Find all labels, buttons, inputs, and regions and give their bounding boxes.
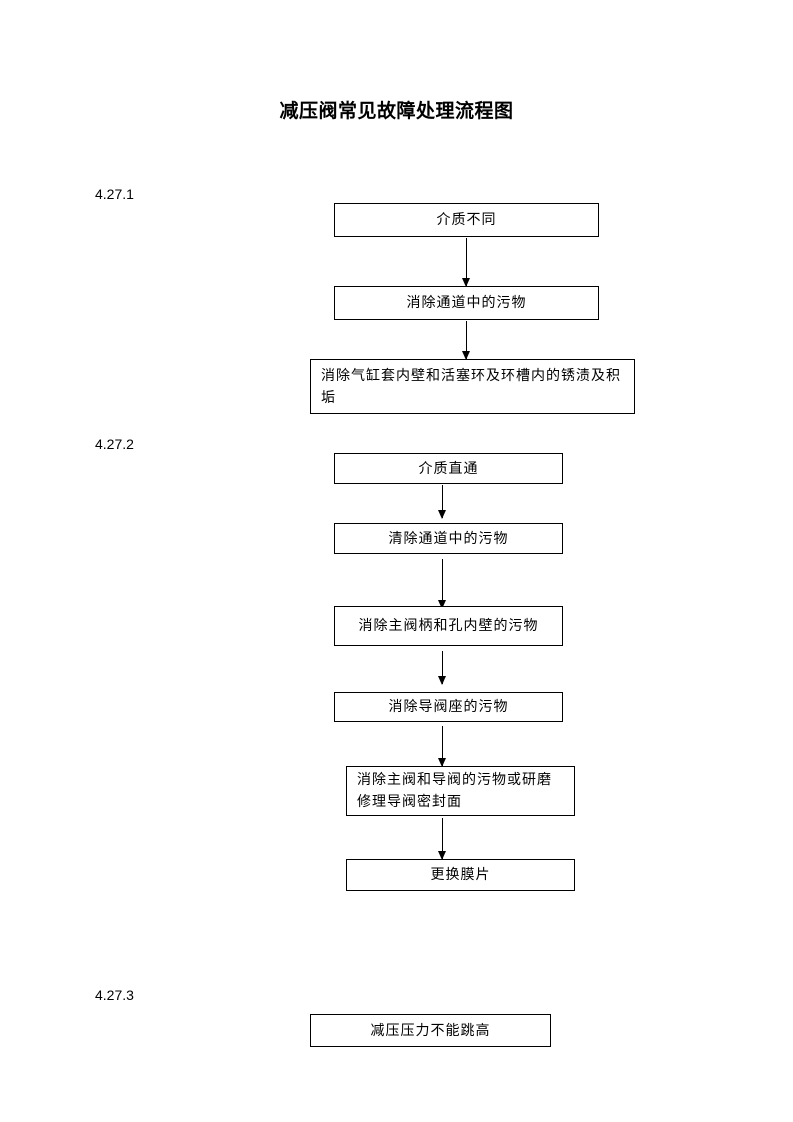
section-number-1: 4.27.1 <box>95 186 134 202</box>
flow-step-clear-pilot-seat: 消除导阀座的污物 <box>334 692 563 722</box>
flow-step-grind-pilot-seal: 消除主阀和导阀的污物或研磨修理导阀密封面 <box>346 766 575 816</box>
page-title: 减压阀常见故障处理流程图 <box>279 100 514 122</box>
flow-step-medium-different: 介质不同 <box>334 203 599 237</box>
flow-arrow <box>462 321 470 360</box>
flow-step-clean-channel: 清除通道中的污物 <box>334 523 563 554</box>
flow-step-clear-channel: 消除通道中的污物 <box>334 286 599 320</box>
flow-step-clear-cylinder-rust: 消除气缸套内壁和活塞环及环槽内的锈渍及积垢 <box>310 359 635 414</box>
flow-arrow <box>438 726 446 767</box>
flow-arrow <box>438 818 446 860</box>
flow-arrow <box>438 651 446 685</box>
flow-step-pressure-cannot-rise: 减压压力不能跳高 <box>310 1014 551 1047</box>
flow-step-clear-main-valve-stem: 消除主阀柄和孔内壁的污物 <box>334 606 563 646</box>
section-number-2: 4.27.2 <box>95 436 134 452</box>
flow-arrow <box>438 485 446 519</box>
flow-step-medium-direct: 介质直通 <box>334 453 563 484</box>
flow-step-replace-diaphragm: 更换膜片 <box>346 859 575 891</box>
flow-arrow <box>462 238 470 287</box>
section-number-3: 4.27.3 <box>95 987 134 1003</box>
flow-arrow <box>438 559 446 609</box>
